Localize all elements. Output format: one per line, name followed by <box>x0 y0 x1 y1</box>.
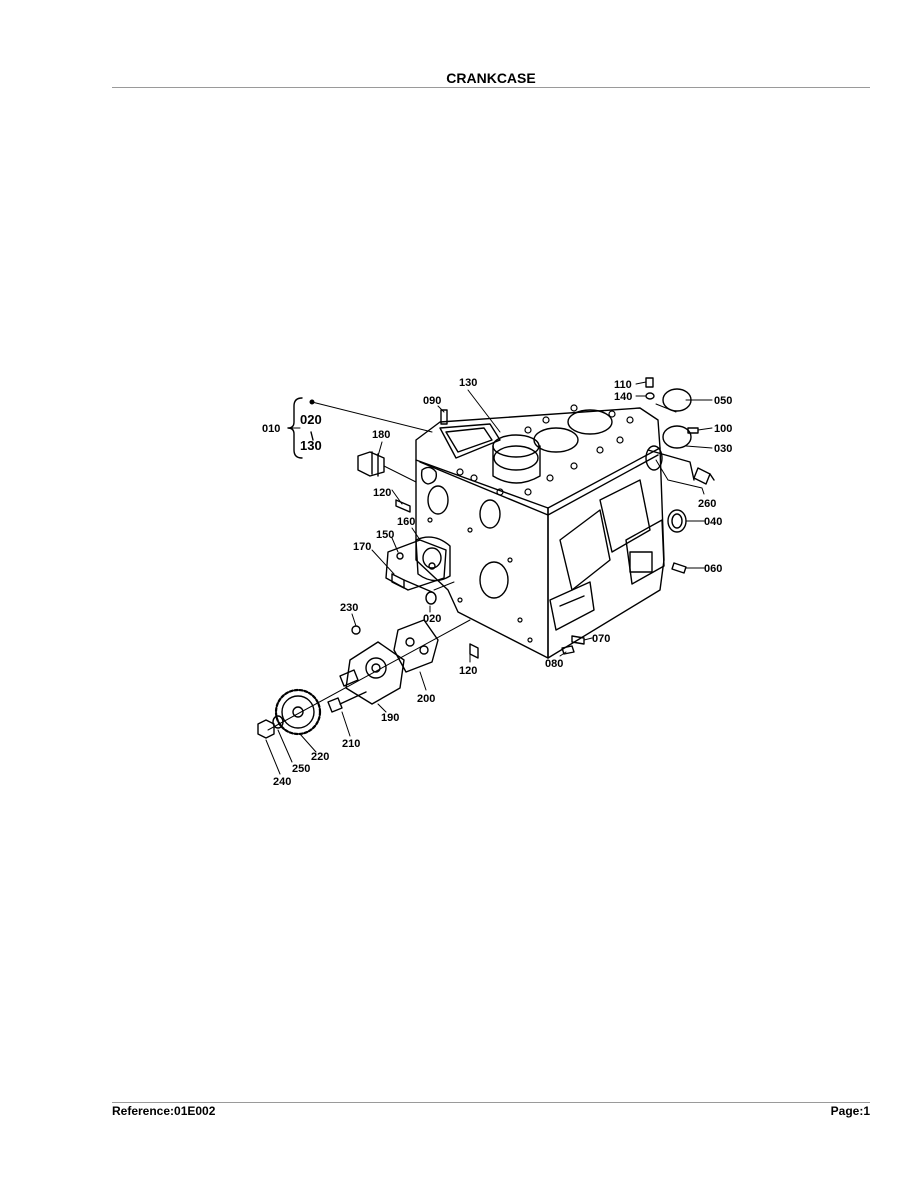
label-030: 030 <box>714 443 732 455</box>
group-bracket-010 <box>287 397 315 459</box>
label-080: 080 <box>545 658 563 670</box>
header-rule <box>112 87 870 88</box>
label-160: 160 <box>397 516 415 528</box>
label-040: 040 <box>704 516 722 528</box>
label-130-top: 130 <box>459 377 477 389</box>
dowel-120-lower <box>469 643 479 659</box>
plug-030 <box>662 425 692 449</box>
label-240: 240 <box>273 776 291 788</box>
pin-100 <box>687 427 699 434</box>
label-210: 210 <box>342 738 360 750</box>
label-group-range-start: 020 <box>300 412 322 427</box>
label-120-upper: 120 <box>373 487 391 499</box>
fitting-140 <box>645 392 655 400</box>
label-010: 010 <box>262 423 280 435</box>
footer-rule <box>112 1102 870 1103</box>
fitting-060 <box>671 562 687 574</box>
label-050: 050 <box>714 395 732 407</box>
gear-220 <box>274 688 322 736</box>
fitting-070 <box>571 635 585 645</box>
label-220: 220 <box>311 751 329 763</box>
dowel-120-upper <box>395 499 411 513</box>
page-number: Page:1 <box>830 1104 870 1118</box>
label-020: 020 <box>423 613 441 625</box>
crankcase-block <box>415 407 695 659</box>
pin-090 <box>440 409 448 425</box>
leader-lines <box>265 381 713 775</box>
label-150: 150 <box>376 529 394 541</box>
fitting-080 <box>561 645 575 655</box>
deck-bolt-holes <box>427 404 634 643</box>
page-title: CRANKCASE <box>446 70 536 86</box>
label-140: 140 <box>614 391 632 403</box>
label-group-range-end: 130 <box>300 438 322 453</box>
fitting-110 <box>645 377 654 388</box>
label-180: 180 <box>372 429 390 441</box>
nut-240 <box>257 719 275 739</box>
reference-label: Reference:01E002 <box>112 1104 216 1118</box>
part-260 <box>693 467 715 485</box>
plug-020 <box>425 591 437 605</box>
label-110: 110 <box>614 379 632 391</box>
gasket-200 <box>393 619 439 673</box>
label-200: 200 <box>417 693 435 705</box>
label-120-lower: 120 <box>459 665 477 677</box>
label-260: 260 <box>698 498 716 510</box>
label-090: 090 <box>423 395 441 407</box>
label-070: 070 <box>592 633 610 645</box>
bolt-210 <box>327 691 367 713</box>
label-190: 190 <box>381 712 399 724</box>
bolt-170 <box>391 573 433 593</box>
seal-040 <box>667 509 687 533</box>
assembly-lines <box>267 401 471 731</box>
label-170: 170 <box>353 541 371 553</box>
gasket-160 <box>415 536 451 582</box>
plug-180 <box>357 451 385 477</box>
part-230 <box>351 625 361 635</box>
label-250: 250 <box>292 763 310 775</box>
label-060: 060 <box>704 563 722 575</box>
label-100: 100 <box>714 423 732 435</box>
label-230: 230 <box>340 602 358 614</box>
